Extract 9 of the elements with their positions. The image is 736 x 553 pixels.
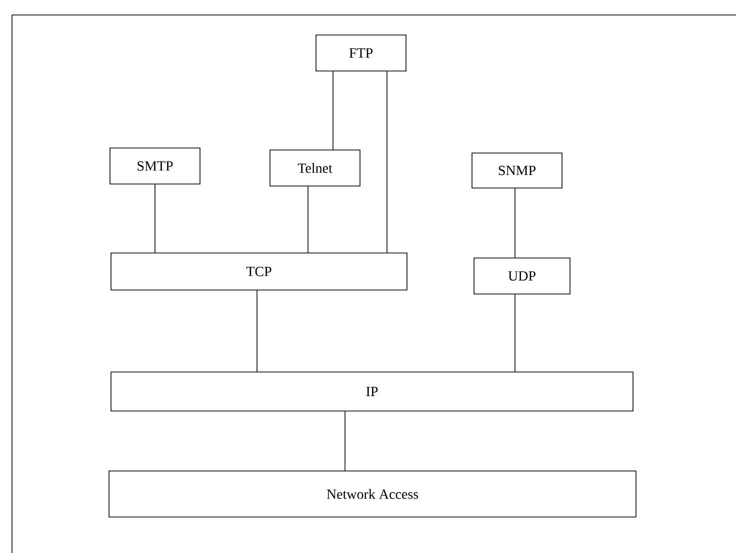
protocol-box: SMTP — [110, 148, 200, 184]
protocol-box: UDP — [474, 258, 570, 294]
protocol-box: FTP — [316, 34, 406, 72]
protocol-box: SNMP — [472, 152, 562, 188]
protocol-box: IP — [110, 372, 634, 412]
protocol-box: Telnet — [270, 150, 360, 186]
protocol-box: TCP — [110, 252, 408, 290]
connector-line — [154, 184, 156, 253]
protocol-box: Network Access — [108, 470, 636, 518]
